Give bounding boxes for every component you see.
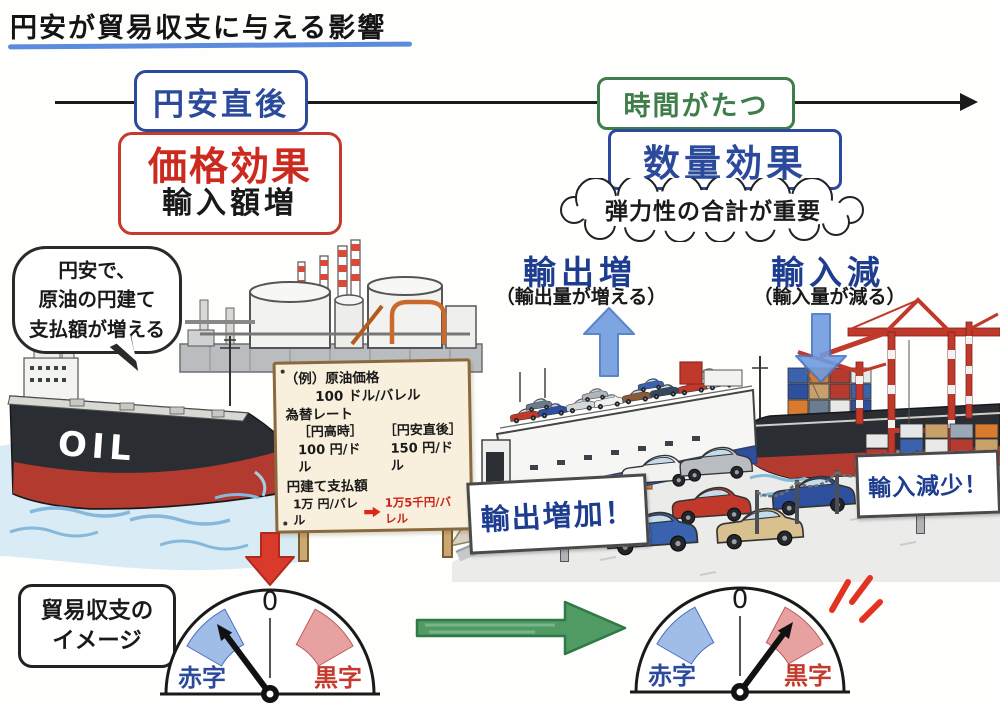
phase-immediate-label: 円安直後 <box>134 70 308 132</box>
oil-speech-bubble: 円安で、 原油の円建て 支払額が増える <box>12 246 182 354</box>
signboard-fx-left-label: ［円高時］ <box>297 424 363 441</box>
oil-bubble-line3: 支払額が増える <box>29 317 165 341</box>
import-decrease-subtitle: （輸入量が減る） <box>753 286 906 308</box>
gauge-left-needle <box>217 624 273 697</box>
timeline-arrowhead-icon <box>960 93 978 111</box>
gauge-left-deficit-label: 赤字 <box>178 664 226 692</box>
gauge-right-surplus-label: 黒字 <box>784 662 832 690</box>
import-down-arrow-icon <box>795 313 847 383</box>
red-right-arrow-icon <box>363 506 381 517</box>
price-effect-box: 価格効果 輸入額増 <box>118 132 342 235</box>
trade-balance-label: 貿易収支の イメージ <box>18 584 176 668</box>
red-down-arrow-icon <box>245 532 295 586</box>
green-right-arrow-icon <box>415 600 627 656</box>
signboard-payment-before: 1万 円/バレル <box>292 495 359 527</box>
tanker-oil-label: OIL <box>57 424 138 469</box>
gauge-left-zero-label: 0 <box>262 587 279 617</box>
price-effect-title: 価格効果 <box>147 145 312 190</box>
gauge-left: 0 赤字 黒字 <box>160 587 380 703</box>
signboard-payment-after: 1万5千円/バレル <box>384 495 452 526</box>
oil-refinery-illustration <box>179 239 483 373</box>
signboard-fx-right-label: ［円安直後］ <box>383 422 462 440</box>
signboard-fx-left-value: 100 円/ドル <box>297 441 361 476</box>
price-example-signboard: （例）原油価格 100 ドル/バレル 為替レート ［円高時］ ［円安直後］ 10… <box>272 358 474 534</box>
export-increase-subtitle: （輸出量が増える） <box>495 286 667 308</box>
export-increase-heading: 輸出増 <box>523 253 637 292</box>
gauge-right-needle <box>737 622 793 695</box>
gauge-left-surplus-label: 黒字 <box>314 664 362 692</box>
import-decrease-sign: 輸入減少！ <box>854 449 1000 519</box>
elasticity-note-bubble <box>560 178 864 242</box>
phase-later-label: 時間がたつ <box>597 77 795 130</box>
signboard-fx-right-value: 150 円/ドル <box>390 440 454 474</box>
gauge-right-deficit-label: 赤字 <box>648 662 696 690</box>
trade-balance-label-line1: 貿易収支の <box>40 597 154 624</box>
gauge-right: 0 赤字 黒字 <box>630 585 850 701</box>
import-decrease-heading: 輸入減 <box>771 253 885 292</box>
oil-bubble-line2: 原油の円建て <box>38 288 156 312</box>
trade-balance-label-line2: イメージ <box>52 628 142 654</box>
page-title: 円安が貿易収支に与える影響 <box>10 13 387 44</box>
elasticity-note-text: 弾力性の合計が重要 <box>605 199 821 225</box>
emphasis-marks-icon <box>829 575 883 623</box>
timeline-line <box>55 101 967 104</box>
gauge-right-zero-label: 0 <box>732 585 749 615</box>
export-increase-sign: 輸出増加！ <box>466 473 650 555</box>
export-up-arrow-icon <box>583 307 635 377</box>
gantry-crane-illustration <box>797 297 1000 459</box>
oil-bubble-line1: 円安で、 <box>58 259 136 283</box>
price-effect-subtitle: 輸入額増 <box>162 186 298 221</box>
